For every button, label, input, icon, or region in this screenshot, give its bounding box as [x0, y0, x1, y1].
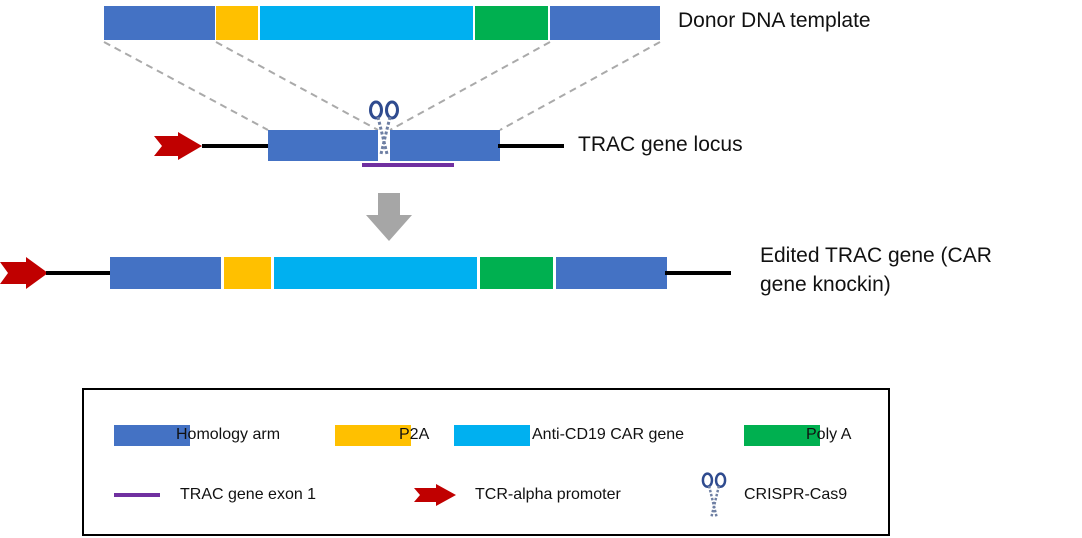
donor-homology-arm-right [550, 6, 660, 40]
edited-car [274, 257, 477, 289]
dash-left-inner [215, 41, 379, 131]
legend-swatch-exon1 [114, 493, 160, 497]
dash-right-outer [499, 41, 661, 131]
donor-homology-arm-left [104, 6, 215, 40]
legend-swatch-car [454, 425, 530, 446]
donor-label: Donor DNA template [678, 9, 871, 32]
legend-label-cas9: CRISPR-Cas9 [744, 486, 848, 503]
edited-poly-a [480, 257, 553, 289]
legend-label-poly-a: Poly A [806, 426, 852, 443]
down-arrow-icon [366, 193, 412, 241]
donor-p2a [216, 6, 258, 40]
legend-promoter-arrow-icon [414, 484, 456, 506]
edited-p2a [224, 257, 271, 289]
legend-scissors-icon [701, 472, 727, 517]
locus-line-right [498, 144, 564, 148]
legend-label-car: Anti-CD19 CAR gene [532, 426, 685, 443]
edited-label-line2: gene knockin) [760, 273, 891, 296]
legend-label-exon1: TRAC gene exon 1 [180, 486, 317, 503]
edited-line-left [46, 271, 112, 275]
legend-label-homology-arm: Homology arm [176, 426, 281, 443]
legend: Homology arm P2A Anti-CD19 CAR gene Poly… [82, 388, 890, 536]
donor-car [260, 6, 473, 40]
dash-right-inner [389, 41, 551, 131]
legend-label-promoter: TCR-alpha promoter [475, 486, 621, 503]
locus-homology-right [390, 130, 500, 161]
donor-poly-a [475, 6, 548, 40]
legend-swatch-p2a [335, 425, 411, 446]
legend-label-p2a: P2A [399, 426, 430, 443]
scissors-icon [369, 100, 399, 155]
legend-swatch-homology-arm [114, 425, 190, 446]
locus-line-left [202, 144, 270, 148]
legend-swatch-poly-a [744, 425, 820, 446]
edited-label-line1: Edited TRAC gene (CAR [760, 244, 992, 267]
locus-label: TRAC gene locus [578, 133, 743, 156]
promoter-arrow-icon [154, 132, 202, 160]
locus-homology-left [268, 130, 378, 161]
dash-left-outer [103, 41, 269, 131]
promoter-arrow-icon [0, 257, 48, 289]
edited-line-right [665, 271, 731, 275]
exon1-bar [362, 163, 454, 167]
edited-homology-arm-left [110, 257, 221, 289]
edited-homology-arm-right [556, 257, 667, 289]
